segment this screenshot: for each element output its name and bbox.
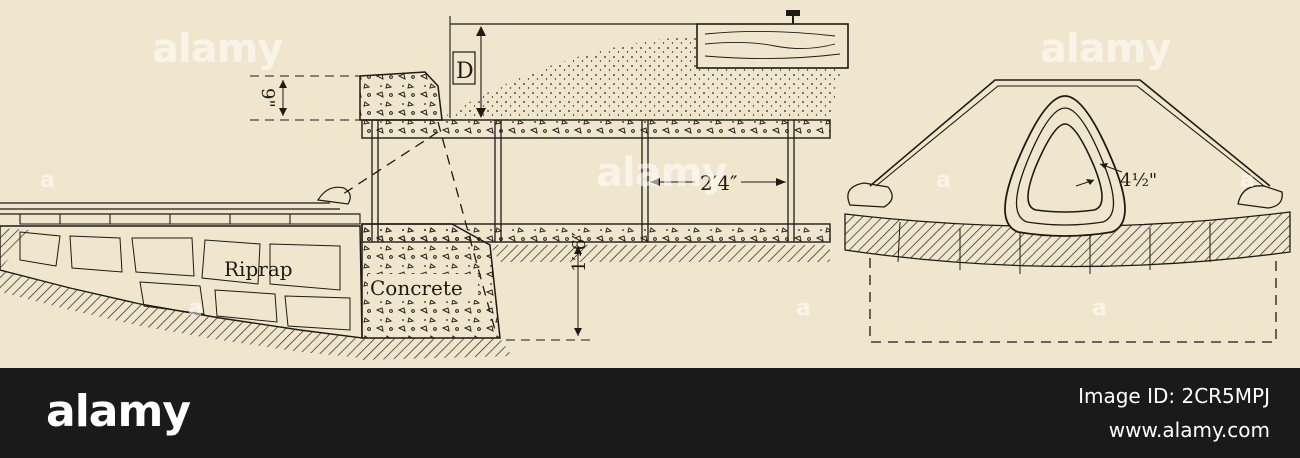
- pipe-inner: [1027, 123, 1103, 213]
- riprap-stones: [19, 231, 351, 331]
- riprap-label: Riprap: [224, 257, 293, 281]
- cross-section: 4½": [844, 79, 1291, 343]
- concrete-label: Concrete: [370, 276, 463, 300]
- dim-top-label: 9": [257, 88, 278, 108]
- dim-span-label: 2′4″: [700, 171, 737, 195]
- left-end-stone: [847, 182, 893, 208]
- watermark-small-3: a: [796, 296, 811, 321]
- watermark-right: alamy: [1040, 26, 1171, 72]
- watermark-small-2: a: [188, 296, 203, 321]
- dim-thickness-label: 4½": [1120, 170, 1157, 191]
- water-surface: [0, 202, 360, 215]
- stock-footer-bar: alamy Image ID: 2CR5MPJ www.alamy.com: [0, 368, 1300, 458]
- ground-hatch-bottom: [362, 338, 512, 360]
- culvert-engineering-drawing: D 9" 2′4″ 1′-6″ Riprap: [0, 10, 1291, 360]
- depth-label: D: [456, 59, 474, 84]
- bed-band: [844, 211, 1291, 268]
- concrete-headwall: [359, 71, 443, 121]
- ground-hatch-left: [0, 228, 362, 358]
- watermark-small-5: a: [1092, 296, 1107, 321]
- surface-stones: [19, 213, 361, 225]
- bed-stones: [897, 221, 1211, 274]
- rail: [786, 10, 800, 24]
- embankment-outline: [869, 79, 1271, 187]
- culvert-bottom-wall: [361, 223, 831, 243]
- image-id: Image ID: 2CR5MPJ: [1078, 384, 1270, 408]
- watermark-small-1: a: [40, 168, 55, 193]
- watermark-center: alamy: [596, 150, 727, 196]
- watermark-left: alamy: [152, 26, 283, 72]
- toe-stone: [316, 186, 351, 205]
- watermark-small-6: a: [1240, 168, 1255, 193]
- right-end-stone: [1237, 185, 1283, 209]
- foundation-outline: [869, 258, 1277, 343]
- site-url: www.alamy.com: [1108, 418, 1270, 442]
- pipe-joints: [371, 120, 795, 242]
- watermark-small-4: a: [936, 168, 951, 193]
- wood-grain: [704, 30, 841, 60]
- ground-hatch-right: [490, 245, 830, 262]
- brand-logo: alamy: [46, 386, 191, 437]
- dashed-slopes: [339, 121, 496, 331]
- pipe-mid: [1015, 107, 1115, 226]
- longitudinal-section: D 9" 2′4″ 1′-6″ Riprap: [0, 10, 849, 360]
- dim-bottom-label: 1′-6″: [569, 232, 590, 272]
